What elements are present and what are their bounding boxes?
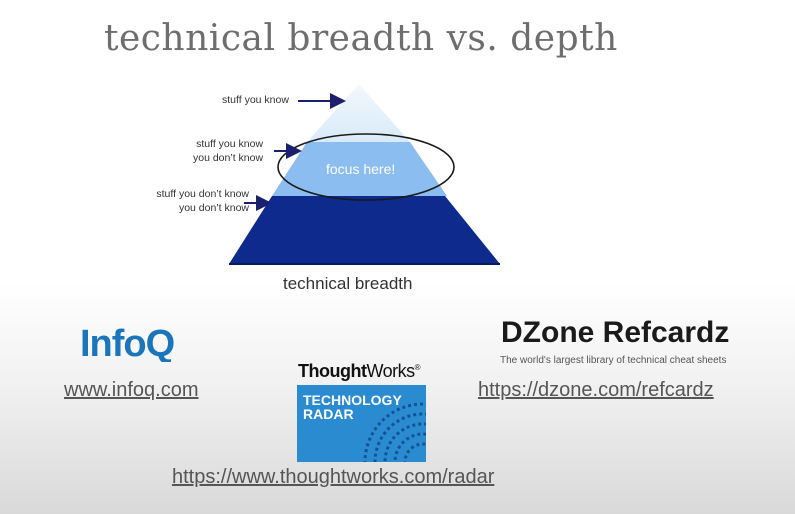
thoughtworks-link[interactable]: https://www.thoughtworks.com/radar [172, 466, 495, 488]
label-unknown-unknowns: stuff you don’t know you don’t know [156, 188, 249, 214]
dzone-link[interactable]: https://dzone.com/refcardz [478, 379, 714, 401]
thoughtworks-logo: ThoughtWorks® [298, 361, 421, 381]
technical-breadth-label: technical breadth [283, 274, 413, 293]
dzone-logo: DZone Refcardz [501, 316, 730, 349]
label-stuff-you-know: stuff you know [222, 94, 289, 106]
pyramid-bottom-layer [229, 196, 500, 264]
knowledge-pyramid [229, 84, 500, 265]
pyramid-top-layer [307, 84, 410, 142]
dzone-tagline: The world's largest library of technical… [500, 355, 727, 366]
technology-radar-cover: TECHNOLOGY RADAR [297, 385, 426, 462]
focus-label: focus here! [326, 161, 396, 177]
radar-title: TECHNOLOGY RADAR [303, 392, 402, 422]
slide-title: technical breadth vs. depth [104, 18, 618, 59]
label-known-unknowns: stuff you know you don’t know [193, 138, 264, 164]
infoq-logo-text: InfoQ [80, 323, 174, 362]
focus-ellipse [277, 133, 455, 201]
pyramid-middle-layer [272, 142, 447, 196]
infoq-logo: InfoQ [80, 318, 212, 367]
infoq-link[interactable]: www.infoq.com [64, 379, 199, 401]
